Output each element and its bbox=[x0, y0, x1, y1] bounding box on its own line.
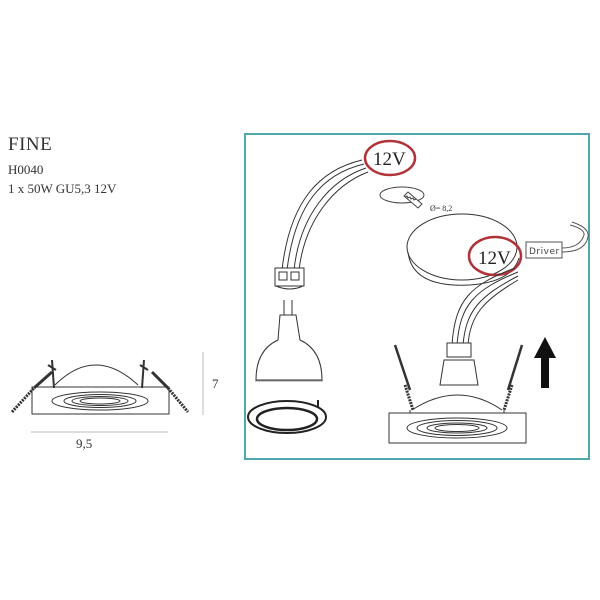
product-code: H0040 bbox=[8, 162, 44, 177]
driver-icon bbox=[525, 221, 589, 259]
product-spec: 1 x 50W GU5,3 12V bbox=[8, 181, 117, 196]
voltage-callout-2-text: 12V bbox=[478, 248, 511, 269]
hole-diameter-label: Ø= 8,2 bbox=[430, 204, 452, 213]
product-name: FINE bbox=[8, 134, 53, 155]
width-dimension-label: 9,5 bbox=[76, 436, 93, 451]
voltage-callout-2: 12V bbox=[467, 235, 523, 277]
downlight-fixture-icon bbox=[388, 342, 527, 444]
voltage-callout-1-text: 12V bbox=[373, 149, 406, 170]
voltage-callout-1: 12V bbox=[363, 139, 417, 177]
gu53-bulb-icon bbox=[255, 300, 323, 382]
cable-with-socket bbox=[274, 159, 369, 290]
installation-diagram-frame bbox=[244, 133, 590, 460]
driver-label: Driver bbox=[529, 247, 560, 257]
cable-to-fixture bbox=[451, 267, 519, 346]
retaining-ring-icon bbox=[247, 400, 327, 434]
arrow-up-icon bbox=[534, 337, 556, 388]
fixture-side-view bbox=[10, 359, 190, 415]
height-dimension-label: 7 bbox=[212, 376, 219, 391]
hole-saw-icon bbox=[379, 186, 425, 209]
